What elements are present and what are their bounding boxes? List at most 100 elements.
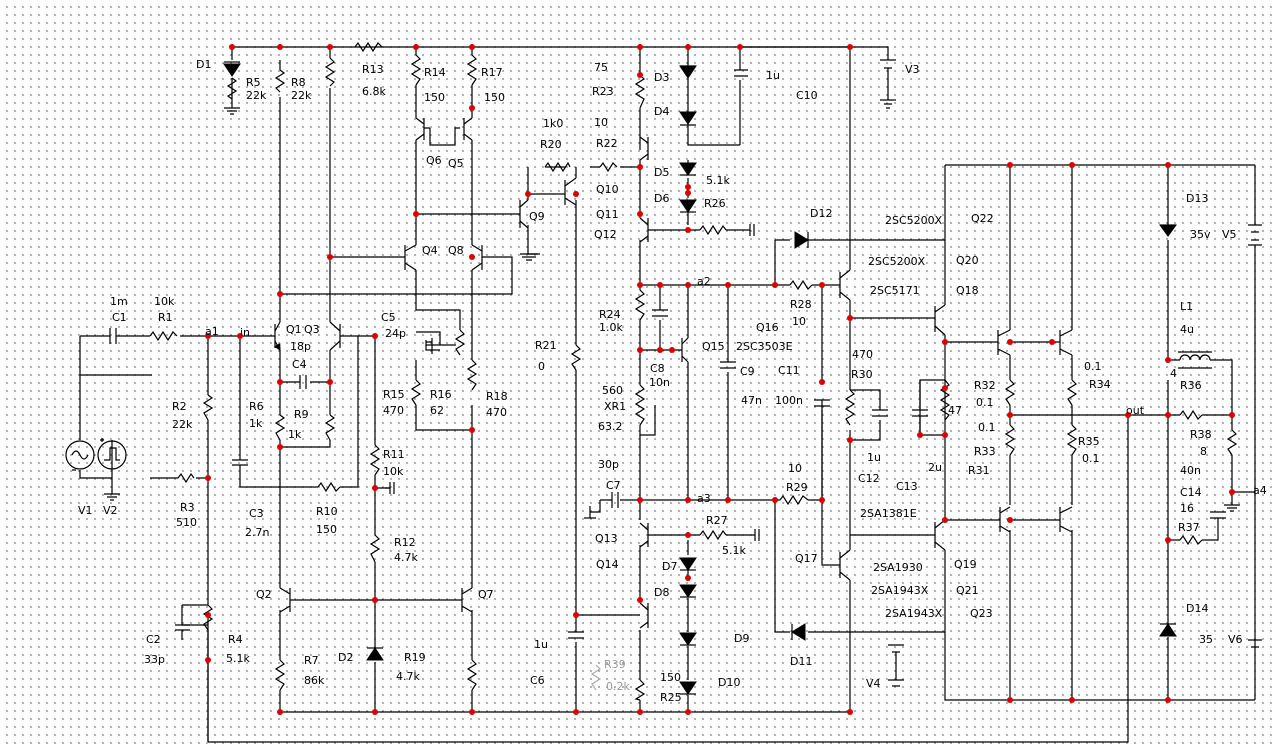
label-v02k: 0.2k	[606, 680, 630, 693]
transistor-q17	[835, 535, 851, 581]
resistor-r10	[317, 481, 341, 493]
resistor-r13	[354, 41, 383, 53]
resistor-r16	[454, 329, 466, 356]
label-c10: C10	[796, 89, 818, 102]
label-v4u: 4u	[1180, 323, 1194, 336]
label-r32: R32	[974, 379, 996, 392]
label-r34: R34	[1089, 378, 1111, 391]
label-v33p: 33p	[144, 653, 165, 666]
label-r23: R23	[592, 85, 614, 98]
transistor-q12b	[639, 136, 649, 210]
label-r8: R8	[291, 76, 306, 89]
transistor-q13	[639, 522, 655, 548]
label-a2: a2	[697, 275, 711, 288]
label-r6: R6	[249, 400, 264, 413]
resistor-r17	[466, 54, 478, 86]
label-r26: R26	[704, 197, 726, 210]
label-q10: Q10	[596, 183, 619, 196]
label-c5: C5	[381, 311, 396, 324]
cap-c5	[425, 338, 456, 354]
label-d1: D1	[196, 58, 211, 71]
label-c9: C9	[740, 365, 755, 378]
label-a1: a1	[205, 325, 219, 338]
label-v35b: 35	[1199, 633, 1213, 646]
label-q2: Q2	[256, 588, 272, 601]
diode-d6	[679, 199, 697, 213]
label-r35: R35	[1078, 435, 1100, 448]
label-d6: D6	[654, 192, 669, 205]
label-d13: D13	[1186, 192, 1208, 205]
label-a3: a3	[697, 492, 711, 505]
label-s1930: 2SA1930	[873, 561, 923, 574]
label-d10: D10	[718, 676, 740, 689]
resistor-r8	[274, 69, 286, 93]
label-r22: R22	[596, 137, 618, 150]
label-v1kb: 1k	[288, 428, 302, 441]
label-v10: 10	[594, 116, 608, 129]
ground-c14	[1224, 504, 1240, 512]
label-d9: D9	[734, 632, 749, 645]
label-v8: 8	[1200, 445, 1207, 458]
label-r9: R9	[294, 408, 309, 421]
transistor-q5	[463, 117, 473, 141]
label-v3: V3	[905, 63, 920, 76]
cap-c14	[1210, 511, 1226, 519]
label-r12: R12	[394, 536, 416, 549]
label-v10k2: 1.0k	[599, 321, 623, 334]
transistor-q19	[930, 519, 946, 551]
label-v10n: 10n	[649, 376, 670, 389]
label-s1943a: 2SA1943X	[871, 584, 929, 597]
label-v6: V6	[1228, 633, 1243, 646]
label-v0: 0	[538, 360, 545, 373]
label-v1: V1	[78, 504, 93, 517]
label-r4: R4	[228, 633, 243, 646]
label-r15: R15	[383, 388, 405, 401]
label-xr1: XR1	[604, 400, 626, 413]
label-q8: Q8	[448, 244, 464, 257]
resistor-r26	[699, 224, 727, 236]
label-r17: R17	[481, 66, 503, 79]
label-v30p: 30p	[598, 458, 619, 471]
label-s1381: 2SA1381E	[860, 507, 917, 520]
label-q21: Q21	[956, 584, 979, 597]
resistor-r22	[599, 161, 618, 173]
label-v01d: 0.1	[1082, 452, 1100, 465]
transistor-q23	[1052, 506, 1073, 533]
resistor-r27	[699, 529, 727, 541]
wires	[79, 46, 1256, 743]
label-v1ub: 1u	[867, 451, 881, 464]
label-c8: C8	[650, 362, 665, 375]
battery-v3	[880, 59, 896, 109]
transistor-q1	[270, 321, 280, 350]
cap-c10	[734, 69, 748, 77]
label-v470a: 470	[852, 348, 873, 361]
junctions	[205, 44, 1235, 715]
resistor-r9	[324, 414, 336, 441]
label-r5: R5	[246, 76, 261, 89]
label-r10: R10	[316, 505, 338, 518]
diode-d9	[679, 632, 697, 646]
label-s5200a: 2SC5200X	[885, 214, 943, 227]
ground-q9	[520, 253, 540, 261]
resistor-r14	[410, 54, 422, 86]
label-v10b: 10	[792, 315, 806, 328]
label-v2u: 2u	[928, 461, 942, 474]
label-q9: Q9	[529, 210, 545, 223]
label-r30: R30	[851, 368, 873, 381]
label-c7: C7	[606, 479, 621, 492]
transistor-q18	[930, 304, 946, 336]
battery-v6	[1248, 639, 1262, 648]
resistors	[149, 41, 1238, 701]
label-s3503: 2SC3503E	[736, 340, 793, 353]
transistor-q16	[833, 269, 851, 301]
label-q7: Q7	[478, 588, 494, 601]
transistor-q8	[471, 244, 490, 271]
label-q13: Q13	[595, 532, 618, 545]
label-q5: Q5	[448, 157, 464, 170]
label-r7: R7	[304, 654, 319, 667]
resistor-r39-ghost	[590, 664, 602, 691]
label-r37: R37	[1178, 521, 1200, 534]
label-r8v: 22k	[291, 89, 312, 102]
